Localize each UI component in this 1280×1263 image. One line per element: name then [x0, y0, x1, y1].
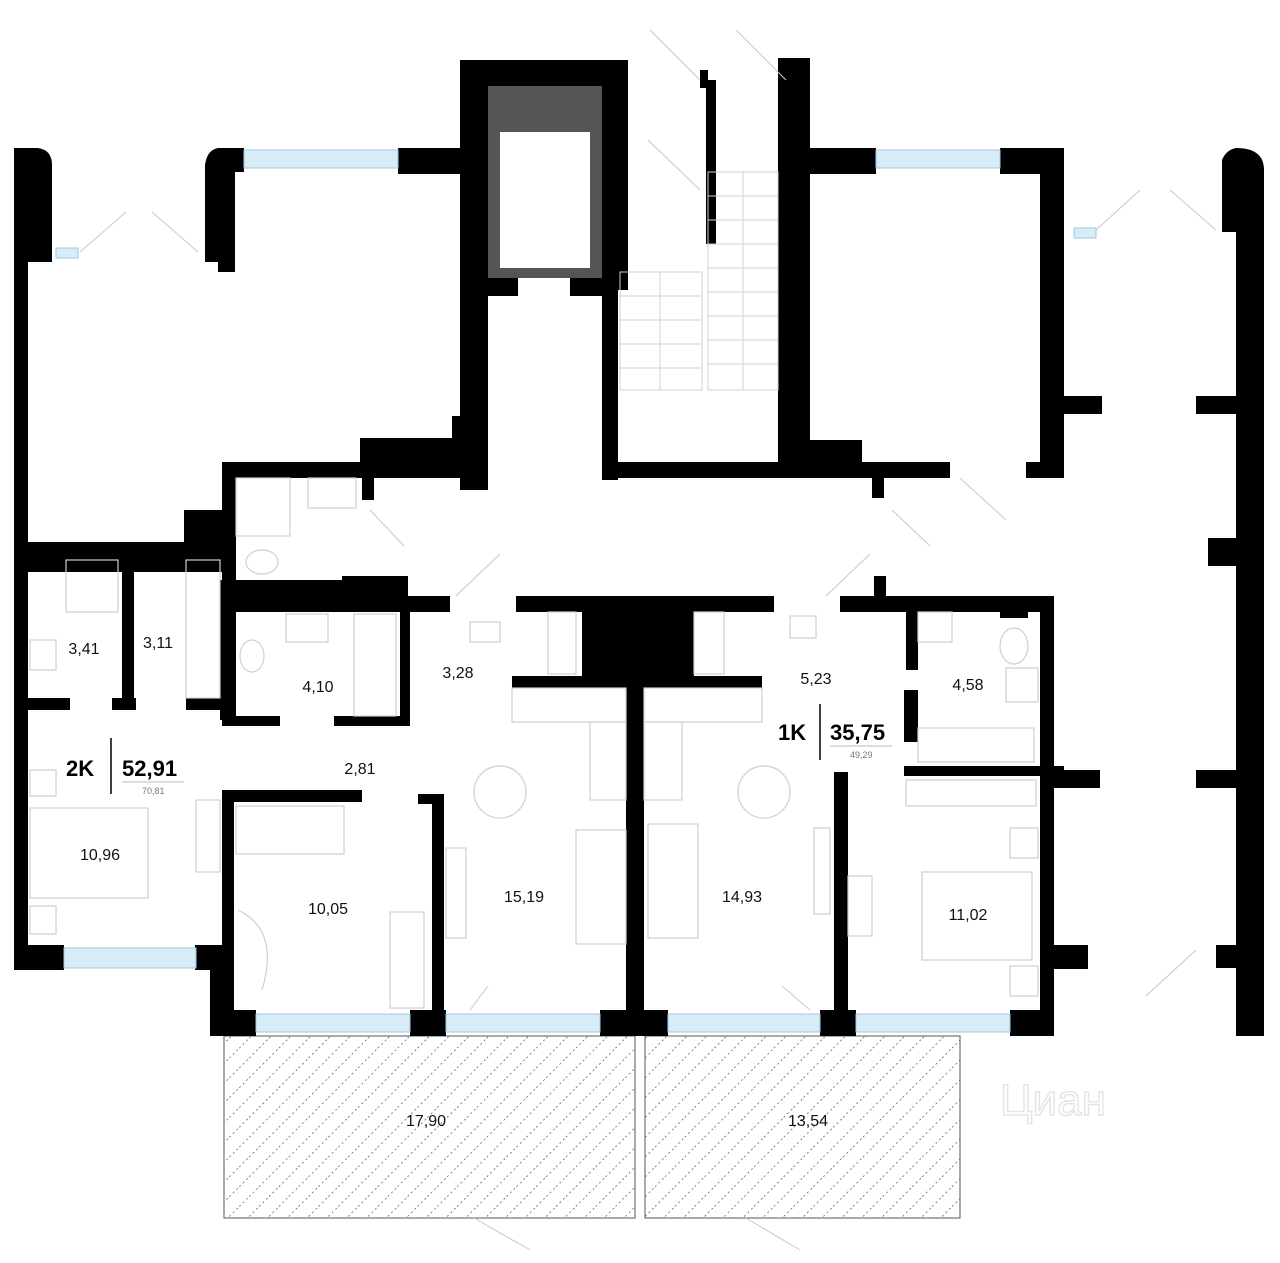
watermark: Циан — [1000, 1076, 1106, 1125]
apartment-total-area: 49,29 — [850, 750, 873, 760]
room-area: 2,81 — [344, 761, 375, 778]
room-area: 14,93 — [722, 889, 762, 906]
room-area: 5,23 — [800, 671, 831, 688]
walls — [14, 58, 1264, 1036]
room-area: 10,96 — [80, 847, 120, 864]
apartment-type: 2K — [66, 756, 94, 781]
elevator-shaft — [488, 86, 602, 278]
room-area: 13,54 — [788, 1113, 828, 1130]
balcony-left — [223, 1035, 636, 1219]
apartment-label-2k: 2K 52,91 70,81 — [66, 738, 184, 796]
apartment-total-area: 70,81 — [142, 786, 165, 796]
apartment-label-1k: 1K 35,75 49,29 — [778, 704, 892, 760]
furniture — [29, 477, 1039, 1009]
room-area: 17,90 — [406, 1113, 446, 1130]
room-area: 10,05 — [308, 901, 348, 918]
apartment-area: 52,91 — [122, 756, 177, 781]
room-area: 4,10 — [302, 679, 333, 696]
stairs — [619, 171, 779, 391]
door-swings — [79, 29, 1217, 1251]
room-area: 3,41 — [68, 641, 99, 658]
room-area: 4,58 — [952, 677, 983, 694]
room-area: 3,28 — [442, 665, 473, 682]
room-area: 3,11 — [143, 635, 173, 652]
apartment-type: 1K — [778, 720, 806, 745]
room-areas: 3,41 3,11 4,10 3,28 5,23 4,58 2,81 10,96… — [68, 635, 987, 1130]
windows — [55, 149, 1097, 1033]
balcony-right — [644, 1035, 961, 1219]
apartment-area: 35,75 — [830, 720, 885, 745]
room-area: 15,19 — [504, 889, 544, 906]
room-area: 11,02 — [949, 907, 988, 924]
